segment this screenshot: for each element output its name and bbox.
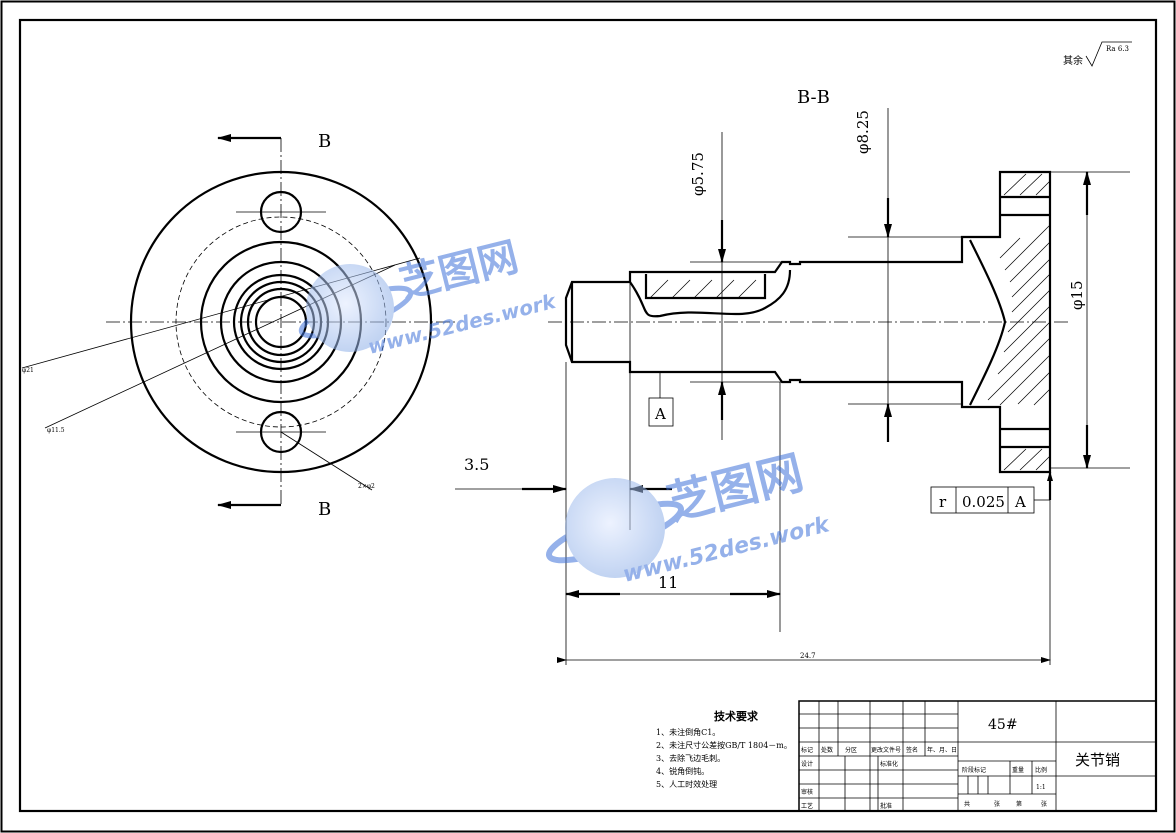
svg-text:第: 第: [1016, 800, 1022, 808]
svg-text:φ21: φ21: [22, 367, 34, 374]
tech-item: 3、去除飞边毛刺。: [656, 753, 725, 763]
tech-requirements: 技术要求 1、未注倒角C1。 2、未注尺寸公差按GB/T 1804－m。 3、去…: [656, 709, 792, 789]
svg-text:签名: 签名: [906, 746, 918, 754]
dim-d15: φ15: [1068, 280, 1086, 310]
datum-label: A: [654, 405, 666, 423]
tech-item: 1、未注倒角C1。: [656, 727, 720, 737]
tech-item: 2、未注尺寸公差按GB/T 1804－m。: [656, 740, 792, 750]
svg-text:工艺: 工艺: [801, 802, 813, 810]
svg-text:重量: 重量: [1012, 766, 1024, 774]
section-title: B-B: [797, 87, 830, 108]
svg-text:更改文件号: 更改文件号: [871, 746, 901, 754]
svg-text:处数: 处数: [821, 746, 833, 754]
svg-text:其余: 其余: [1063, 54, 1083, 67]
section-label-bottom: B: [318, 499, 331, 520]
front-view: φ21 φ11.5 2×φ2 B B: [21, 131, 456, 520]
svg-text:1:1: 1:1: [1036, 784, 1046, 791]
svg-text:审核: 审核: [801, 788, 813, 796]
svg-text:批准: 批准: [880, 802, 892, 810]
svg-text:芝图网: 芝图网: [395, 234, 523, 308]
svg-text:www.52des.work: www.52des.work: [365, 289, 559, 359]
part-name: 关节销: [1075, 751, 1120, 769]
svg-text:分区: 分区: [845, 746, 857, 754]
watermark-lower: 芝图网 www.52des.work: [545, 445, 833, 588]
svg-text:比例: 比例: [1035, 766, 1047, 774]
svg-text:φ11.5: φ11.5: [47, 427, 65, 434]
dim-d825: φ8.25: [854, 110, 872, 154]
tech-item: 5、人工时效处理: [656, 779, 717, 789]
section-view: B-B: [455, 87, 1130, 665]
dim-d575: φ5.75: [689, 152, 707, 196]
svg-text:张: 张: [994, 800, 1000, 808]
dim-247: 24.7: [800, 652, 816, 660]
dim-35: 3.5: [464, 455, 489, 474]
section-label-top: B: [318, 131, 331, 152]
svg-text:标准化: 标准化: [880, 760, 898, 768]
roughness-symbol: 其余 Ra 6.3: [1063, 41, 1132, 67]
svg-text:A: A: [1014, 493, 1026, 511]
dim-11: 11: [658, 573, 678, 592]
watermark-upper: 芝图网 www.52des.work: [298, 234, 559, 359]
tolerance-frame: r 0.025 A: [930, 486, 1035, 514]
svg-text:张: 张: [1041, 800, 1047, 808]
svg-text:设计: 设计: [801, 760, 813, 768]
svg-text:标记: 标记: [801, 746, 813, 754]
material-text: 45#: [988, 717, 1018, 733]
svg-text:0.025: 0.025: [962, 493, 1005, 511]
hole-hatch: [649, 279, 757, 299]
tech-item: 4、锐角倒钝。: [656, 766, 709, 776]
title-block: 标记 处数 分区 更改文件号 签名 年、月、日 设计 标准化 审核 工艺 批准 …: [798, 700, 1157, 812]
inner-border: [18, 18, 1158, 813]
svg-text:r: r: [939, 493, 947, 511]
tech-title: 技术要求: [714, 709, 759, 723]
svg-text:芝图网: 芝图网: [662, 445, 809, 531]
svg-text:年、月、日: 年、月、日: [927, 746, 957, 754]
svg-text:2×φ2: 2×φ2: [358, 483, 375, 490]
svg-text:阶段标记: 阶段标记: [962, 766, 986, 774]
svg-text:Ra 6.3: Ra 6.3: [1106, 45, 1129, 53]
flange-hatch: [987, 173, 1051, 471]
svg-text:共: 共: [964, 800, 970, 808]
